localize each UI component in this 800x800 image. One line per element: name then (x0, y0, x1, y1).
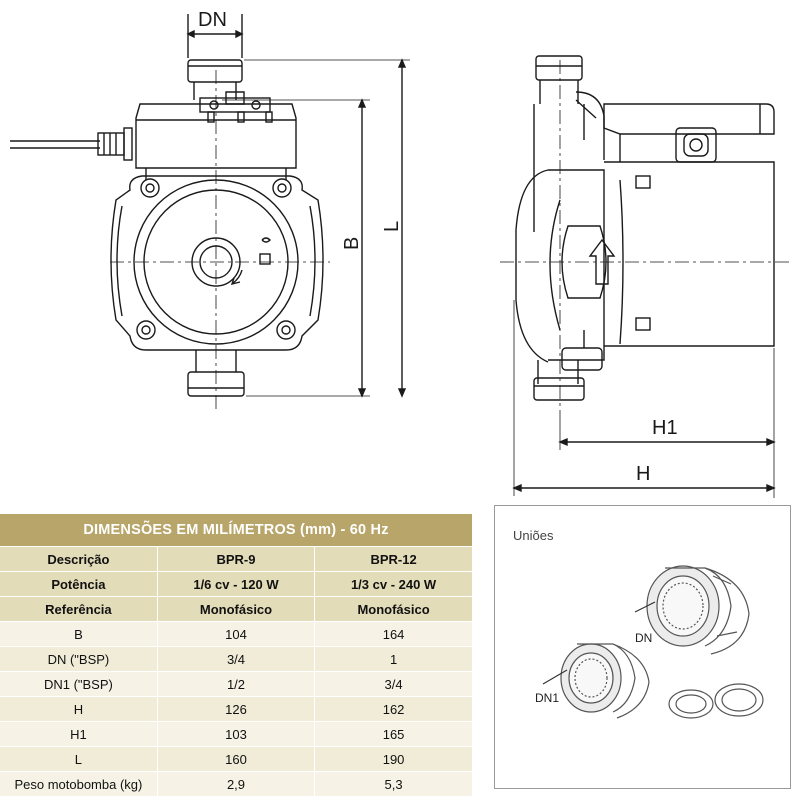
row-label: L (0, 746, 158, 772)
table-row: Peso motobomba (kg) 2,9 5,3 (0, 771, 472, 797)
header-cell: BPR-12 (314, 546, 472, 572)
dim-label-dn: DN (198, 9, 227, 31)
row-value: 104 (157, 621, 316, 647)
union-label-dn: DN (635, 631, 652, 645)
row-value: 1 (314, 646, 472, 672)
row-value: 126 (157, 696, 316, 722)
pump-front-view (10, 14, 410, 410)
dim-label-b: B (341, 237, 363, 250)
table-header-row: Descrição BPR-9 BPR-12 (0, 546, 472, 572)
row-label: Referência (0, 596, 158, 622)
row-value: 5,3 (314, 771, 472, 797)
row-value: 162 (314, 696, 472, 722)
row-value: 1/2 (157, 671, 316, 697)
row-value: Monofásico (157, 596, 316, 622)
table-row: H 126 162 (0, 696, 472, 722)
header-cell: Descrição (0, 546, 158, 572)
row-label: Peso motobomba (kg) (0, 771, 158, 797)
gasket-rings (668, 683, 764, 719)
table-row: DN1 ("BSP) 1/2 3/4 (0, 671, 472, 697)
row-value: 160 (157, 746, 316, 772)
row-label: H (0, 696, 158, 722)
row-value: 2,9 (157, 771, 316, 797)
dim-label-l: L (381, 221, 403, 232)
unions-illustration: DN DN1 (535, 565, 764, 719)
header-cell: BPR-9 (157, 546, 316, 572)
row-value: 103 (157, 721, 316, 747)
row-value: 3/4 (157, 646, 316, 672)
union-label-dn1: DN1 (535, 691, 559, 705)
union-large (646, 565, 750, 655)
dim-label-h1: H1 (652, 417, 678, 439)
unions-title: Uniões (513, 528, 554, 543)
row-value: 164 (314, 621, 472, 647)
table-row: L 160 190 (0, 746, 472, 772)
row-value: 3/4 (314, 671, 472, 697)
table-row: B 104 164 (0, 621, 472, 647)
row-value: 165 (314, 721, 472, 747)
table-title: DIMENSÕES EM MILÍMETROS (mm) - 60 Hz (0, 514, 472, 547)
pump-side-view (500, 55, 790, 498)
row-value: 190 (314, 746, 472, 772)
table-row: H1 103 165 (0, 721, 472, 747)
table-row: DN ("BSP) 3/4 1 (0, 646, 472, 672)
row-label: Potência (0, 571, 158, 597)
row-label: H1 (0, 721, 158, 747)
unions-panel: Uniões (494, 505, 791, 789)
pump-technical-drawing: DN B L H1 H (10, 9, 790, 498)
row-label: B (0, 621, 158, 647)
row-label: DN ("BSP) (0, 646, 158, 672)
row-label: DN1 ("BSP) (0, 671, 158, 697)
row-value: Monofásico (314, 596, 472, 622)
dimensions-table: DIMENSÕES EM MILÍMETROS (mm) - 60 Hz Des… (0, 514, 472, 797)
table-row: Referência Monofásico Monofásico (0, 596, 472, 622)
union-small (560, 643, 650, 719)
dim-label-h: H (636, 463, 650, 485)
table-row: Potência 1/6 cv - 120 W 1/3 cv - 240 W (0, 571, 472, 597)
row-value: 1/6 cv - 120 W (157, 571, 316, 597)
row-value: 1/3 cv - 240 W (314, 571, 472, 597)
